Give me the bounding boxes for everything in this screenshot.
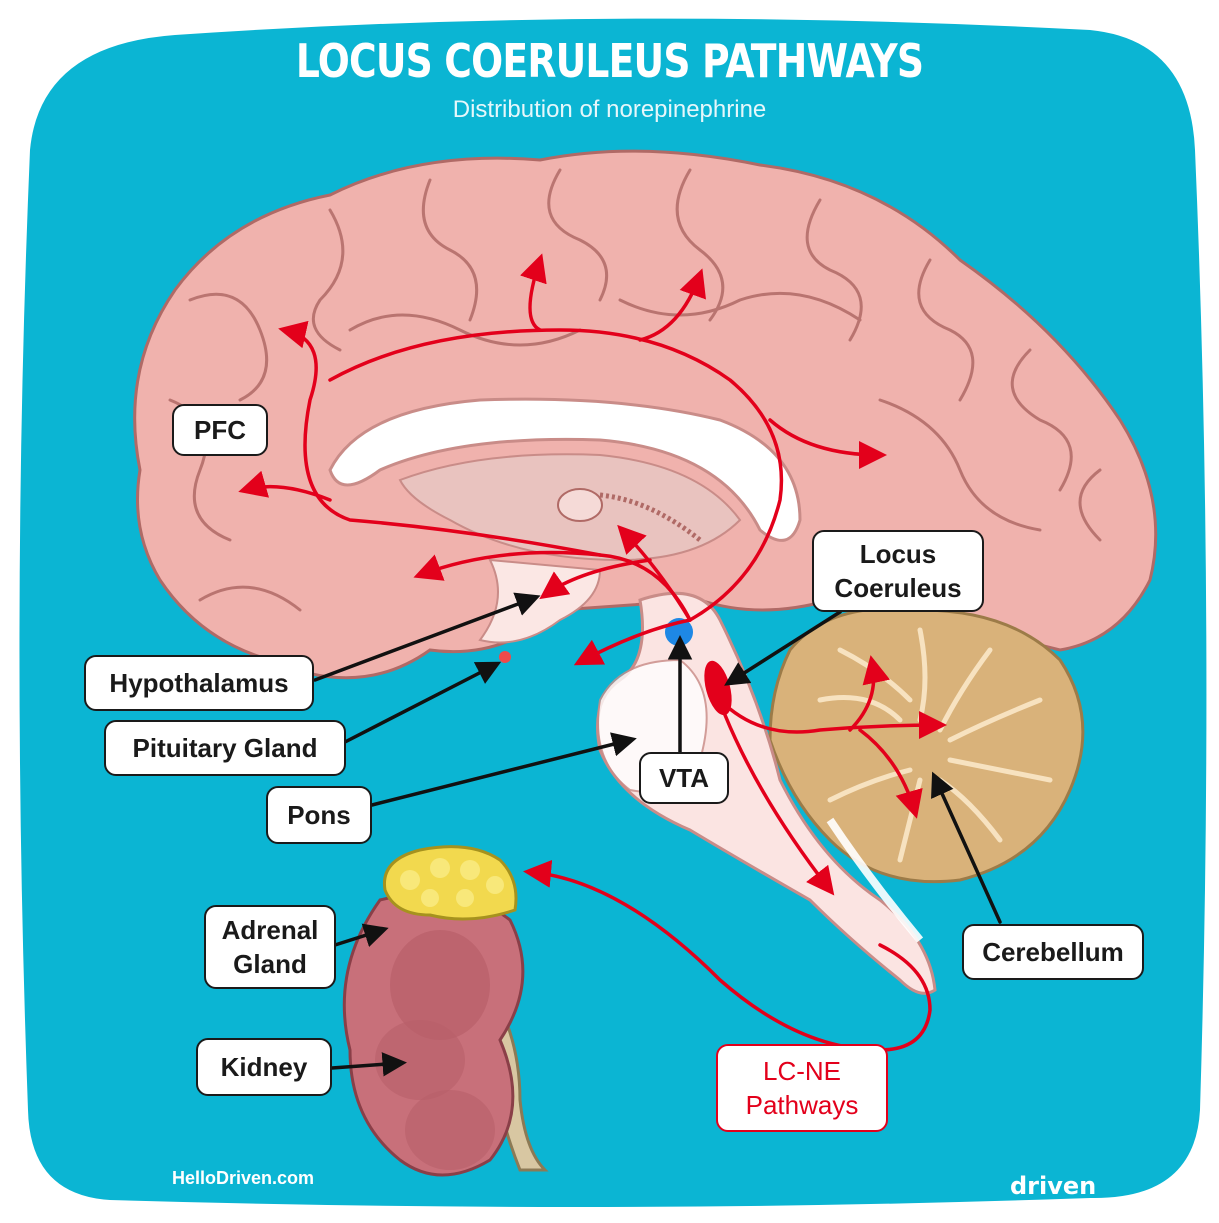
label-cerebellum: Cerebellum bbox=[962, 924, 1144, 980]
page-title: LOCUS COERULEUS PATHWAYS bbox=[110, 34, 1110, 88]
label-adrenal-gland: Adrenal Gland bbox=[204, 905, 336, 989]
label-adrenal-line2: Gland bbox=[233, 947, 307, 981]
label-pfc: PFC bbox=[172, 404, 268, 456]
label-lcne-pathways: LC-NE Pathways bbox=[716, 1044, 888, 1132]
label-hypothalamus-text: Hypothalamus bbox=[109, 666, 288, 700]
label-locus-coeruleus: Locus Coeruleus bbox=[812, 530, 984, 612]
label-lcne-line2: Pathways bbox=[746, 1088, 859, 1122]
label-kidney-text: Kidney bbox=[221, 1050, 308, 1084]
label-vta-text: VTA bbox=[659, 761, 709, 795]
brand-logo: driven bbox=[1010, 1172, 1096, 1200]
label-lcne-line1: LC-NE bbox=[763, 1054, 841, 1088]
label-kidney: Kidney bbox=[196, 1038, 332, 1096]
label-adrenal-line1: Adrenal bbox=[222, 913, 319, 947]
label-locus-coeruleus-line2: Coeruleus bbox=[834, 571, 961, 605]
label-pituitary-gland: Pituitary Gland bbox=[104, 720, 346, 776]
label-cerebellum-text: Cerebellum bbox=[982, 935, 1124, 969]
label-locus-coeruleus-line1: Locus bbox=[860, 537, 937, 571]
label-hypothalamus: Hypothalamus bbox=[84, 655, 314, 711]
page-subtitle: Distribution of norepinephrine bbox=[0, 96, 1219, 124]
website-link[interactable]: HelloDriven.com bbox=[172, 1168, 314, 1189]
label-pituitary-text: Pituitary Gland bbox=[133, 731, 318, 765]
label-pfc-text: PFC bbox=[194, 413, 246, 447]
label-vta: VTA bbox=[639, 752, 729, 804]
label-pons: Pons bbox=[266, 786, 372, 844]
label-pons-text: Pons bbox=[287, 798, 351, 832]
